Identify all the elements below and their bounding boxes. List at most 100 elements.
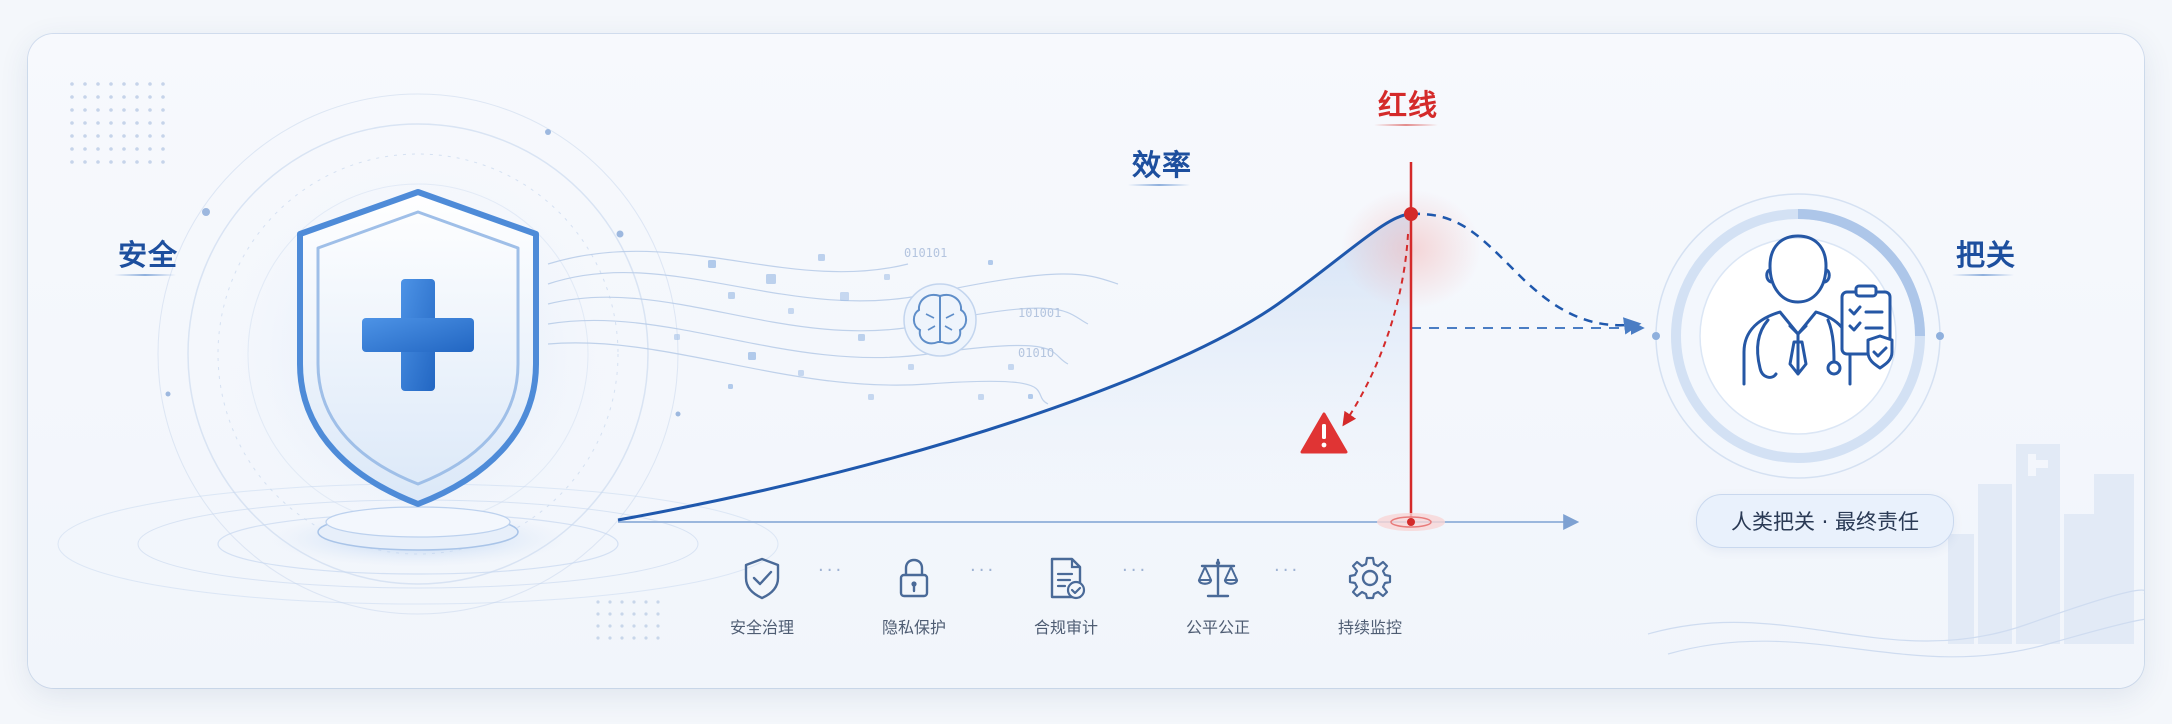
grid-dot [620, 624, 624, 628]
step-label: 隐私保护 [881, 618, 946, 637]
step-label: 合规审计 [1033, 618, 1098, 637]
data-particle [728, 384, 733, 389]
grid-dot [135, 82, 139, 86]
grid-dot [83, 160, 87, 164]
grid-dot [148, 108, 152, 112]
grid-dot [70, 108, 74, 112]
peak-point [1404, 207, 1418, 221]
grid-dot [620, 612, 624, 616]
grid-dot [656, 600, 660, 604]
shield-pedestal [317, 506, 519, 551]
wave-decoration [1647, 589, 2144, 658]
dashed-continuation-curve [1410, 212, 1642, 335]
grid-dot [148, 147, 152, 151]
efficiency-curve [617, 212, 1412, 522]
data-particle [748, 352, 756, 360]
grid-dot [620, 636, 624, 640]
grid-dot [135, 108, 139, 112]
grid-dot [83, 121, 87, 125]
orbit-dots [165, 129, 681, 417]
label-gatekeeping-underline [1952, 274, 2014, 276]
grid-dot [96, 147, 100, 151]
step-label: 持续监控 [1337, 618, 1402, 637]
grid-dot [644, 612, 648, 616]
grid-dot [161, 95, 165, 99]
data-particle [798, 370, 804, 376]
grid-dot [148, 121, 152, 125]
grid-dot [122, 134, 126, 138]
data-stream [547, 250, 1119, 405]
grid-dot [70, 147, 74, 151]
grid-dot [596, 612, 600, 616]
step-label: 公平公正 [1185, 618, 1250, 637]
grid-dot [109, 108, 113, 112]
label-redline-underline [1374, 124, 1438, 126]
grid-dot [148, 134, 152, 138]
diagram-canvas [57, 82, 2144, 658]
brain-circuit-icon [903, 283, 977, 357]
clipboard-check-icon [1840, 284, 1894, 370]
grid-dot [148, 160, 152, 164]
binary-text: 0101O [1018, 346, 1055, 360]
data-particle [868, 394, 874, 400]
grid-dot [135, 147, 139, 151]
medical-cross-icon [362, 279, 474, 391]
grid-dot [83, 134, 87, 138]
grid-dot [135, 134, 139, 138]
grid-dot [596, 600, 600, 604]
step-separator: ··· [818, 560, 845, 581]
diagram-card: 安全 效率 红线 把关 010101 101001 0101O 人类把关 · 最… [28, 34, 2144, 688]
data-particles [674, 254, 1033, 400]
padlock-icon [899, 558, 929, 598]
grid-dot [83, 82, 87, 86]
grid-dot [122, 147, 126, 151]
warning-icon [1300, 412, 1348, 454]
data-particle [818, 254, 825, 261]
grid-dot [608, 600, 612, 604]
shield-icon [297, 189, 539, 507]
data-particle [674, 334, 680, 340]
grid-dot [632, 636, 636, 640]
grid-dot [644, 600, 648, 604]
label-redline: 红线 [1378, 88, 1439, 122]
grid-dot [596, 624, 600, 628]
grid-dot [70, 134, 74, 138]
grid-dot [109, 121, 113, 125]
grid-dot [109, 147, 113, 151]
grid-dot [148, 82, 152, 86]
grid-dot [109, 160, 113, 164]
label-gatekeeping: 把关 [1956, 238, 2017, 272]
grid-dot [96, 160, 100, 164]
data-particle [728, 292, 735, 299]
grid-dot [83, 95, 87, 99]
binary-text: 010101 [904, 246, 948, 260]
grid-dot [70, 121, 74, 125]
grid-dot [70, 95, 74, 99]
small-dot-grid [596, 600, 660, 640]
grid-dot [122, 82, 126, 86]
step-separator: ··· [970, 560, 997, 581]
data-particle [840, 292, 849, 301]
grid-dot [122, 95, 126, 99]
red-line-base-marker [1377, 513, 1445, 531]
grid-dot [96, 121, 100, 125]
label-efficiency-underline [1128, 184, 1190, 186]
data-particle [788, 308, 794, 314]
grid-dot [96, 95, 100, 99]
grid-dot [656, 612, 660, 616]
label-safety: 安全 [118, 238, 179, 272]
grid-dot [608, 624, 612, 628]
binary-text: 101001 [1018, 306, 1062, 320]
grid-dot [135, 121, 139, 125]
human-responsibility-badge: 人类把关 · 最终责任 [1696, 494, 1954, 548]
step-separator: ··· [1122, 560, 1149, 581]
grid-dot [96, 134, 100, 138]
data-particle [766, 274, 776, 284]
grid-dot [608, 612, 612, 616]
data-particle [884, 274, 890, 280]
grid-dot [608, 636, 612, 640]
grid-dot [644, 636, 648, 640]
grid-dot [656, 624, 660, 628]
label-safety-underline [114, 274, 176, 276]
label-efficiency: 效率 [1132, 148, 1193, 182]
